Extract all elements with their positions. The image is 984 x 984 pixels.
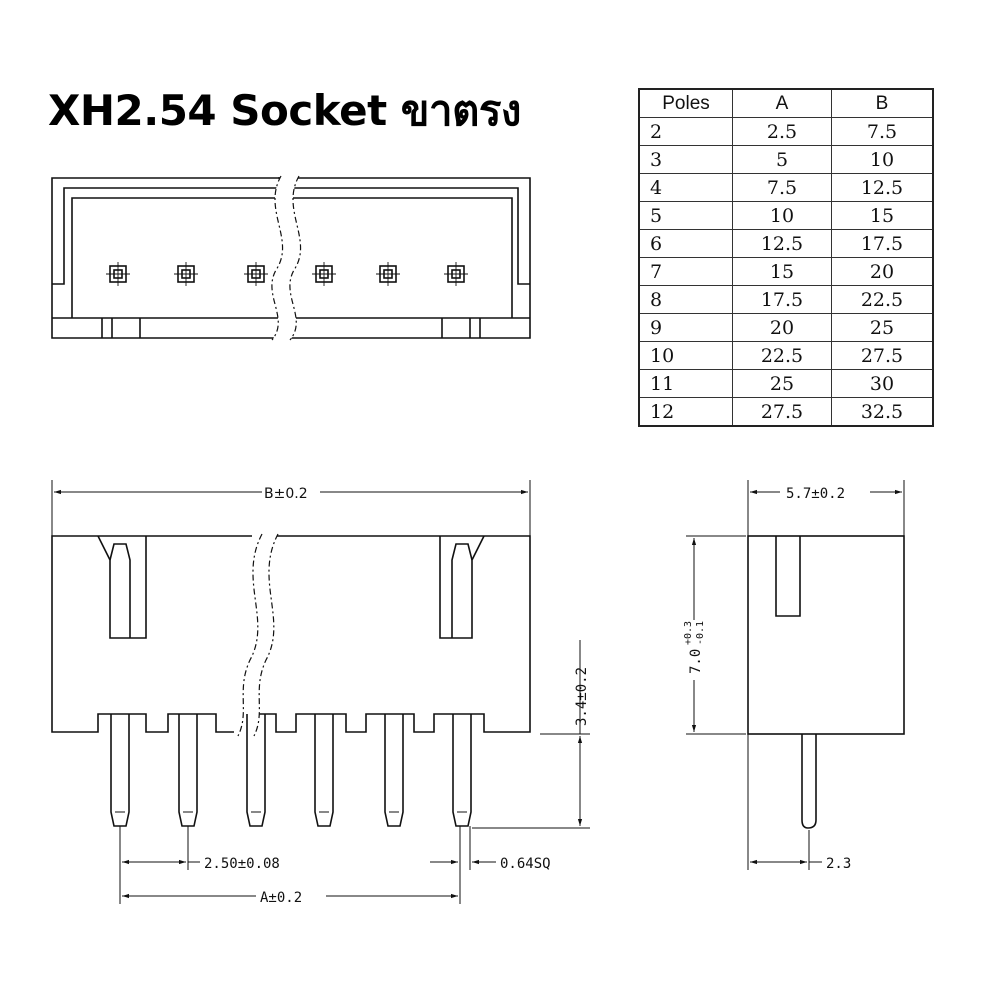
header-b: B — [831, 88, 934, 118]
dim-label-pin-size: 0.64SQ — [500, 856, 551, 872]
cell-poles: 12 — [638, 397, 733, 427]
page-title: XH2.54 Socket ขาตรง — [48, 86, 521, 135]
front-view — [51, 533, 531, 827]
side-view-dim-labels: 5.7±0.2 2.3 7.0 +0.3 -0.1 — [683, 486, 851, 872]
pin-square-icon — [106, 262, 130, 286]
front-view-body-left — [51, 535, 252, 733]
front-view-latch-right-tab — [451, 543, 473, 638]
top-view-cavity-right — [278, 197, 513, 318]
cell-poles: 8 — [638, 285, 733, 314]
side-view-dimensions — [686, 480, 905, 870]
front-pin — [110, 714, 130, 827]
front-pin — [384, 714, 404, 827]
front-view-pins — [110, 714, 472, 827]
top-view-outer-right — [278, 177, 531, 339]
cell-a: 17.5 — [732, 285, 832, 314]
top-view-inner-wall-right — [278, 187, 530, 285]
cell-poles: 7 — [638, 257, 733, 286]
pin-square-icon — [174, 262, 198, 286]
dim-label-pin-span: A±0.2 — [260, 890, 302, 906]
front-view-break-line-right — [253, 533, 279, 737]
cell-b: 10 — [831, 145, 934, 174]
cell-b: 15 — [831, 201, 934, 230]
cell-b: 27.5 — [831, 341, 934, 370]
front-pin — [178, 714, 198, 827]
cell-poles: 9 — [638, 313, 733, 342]
top-view — [51, 175, 531, 341]
dim-label-pin-offset: 2.3 — [826, 856, 851, 872]
cell-a: 25 — [732, 369, 832, 398]
top-view-break-line-left — [271, 175, 284, 341]
cell-a: 5 — [732, 145, 832, 174]
cell-a: 12.5 — [732, 229, 832, 258]
cell-a: 2.5 — [732, 117, 832, 146]
front-view-dim-labels: B±0.2 2.50±0.08 0.64SQ A±0.2 3.4±0.2 — [204, 486, 590, 906]
cell-b: 7.5 — [831, 117, 934, 146]
cell-b: 22.5 — [831, 285, 934, 314]
pin-square-icon — [244, 262, 268, 286]
pin-square-icon — [312, 262, 336, 286]
dim-label-pin-height: 3.4±0.2 — [574, 667, 590, 726]
front-pin — [452, 714, 472, 827]
top-view-cavity-left — [71, 197, 288, 318]
cell-b: 30 — [831, 369, 934, 398]
cell-a: 7.5 — [732, 173, 832, 202]
cell-a: 20 — [732, 313, 832, 342]
cell-b: 25 — [831, 313, 934, 342]
front-view-dimensions — [51, 480, 590, 904]
cell-a: 27.5 — [732, 397, 832, 427]
cell-b: 32.5 — [831, 397, 934, 427]
front-view-body-right — [250, 535, 531, 733]
side-view-pin — [801, 734, 817, 829]
pin-square-icon — [444, 262, 468, 286]
front-view-latch-right — [439, 535, 485, 639]
dim-label-height-tol-minus: -0.1 — [695, 621, 706, 645]
cell-b: 17.5 — [831, 229, 934, 258]
cell-poles: 10 — [638, 341, 733, 370]
dim-label-height: 7.0 — [688, 649, 704, 674]
dim-label-height-tol-plus: +0.3 — [683, 621, 694, 645]
front-pin — [246, 714, 266, 827]
front-view-break-line-left — [237, 533, 263, 737]
side-view-body — [747, 535, 905, 735]
dim-label-depth: 5.7±0.2 — [786, 486, 845, 502]
cell-poles: 11 — [638, 369, 733, 398]
front-view-latch-left-tab — [109, 543, 131, 638]
top-view-break-gap — [271, 176, 301, 340]
top-view-inner-wall-left — [52, 187, 278, 285]
top-view-pins — [106, 262, 468, 286]
pin-square-icon — [376, 262, 400, 286]
dim-label-pitch: 2.50±0.08 — [204, 856, 280, 872]
side-view-slot — [775, 536, 801, 617]
front-pin — [314, 714, 334, 827]
top-view-body-left — [51, 177, 286, 339]
top-view-break-line-right — [289, 175, 302, 341]
side-view — [747, 535, 905, 829]
dim-label-overall-width: B±0.2 — [264, 486, 308, 502]
front-view-latch-left — [97, 535, 147, 639]
cell-b: 20 — [831, 257, 934, 286]
